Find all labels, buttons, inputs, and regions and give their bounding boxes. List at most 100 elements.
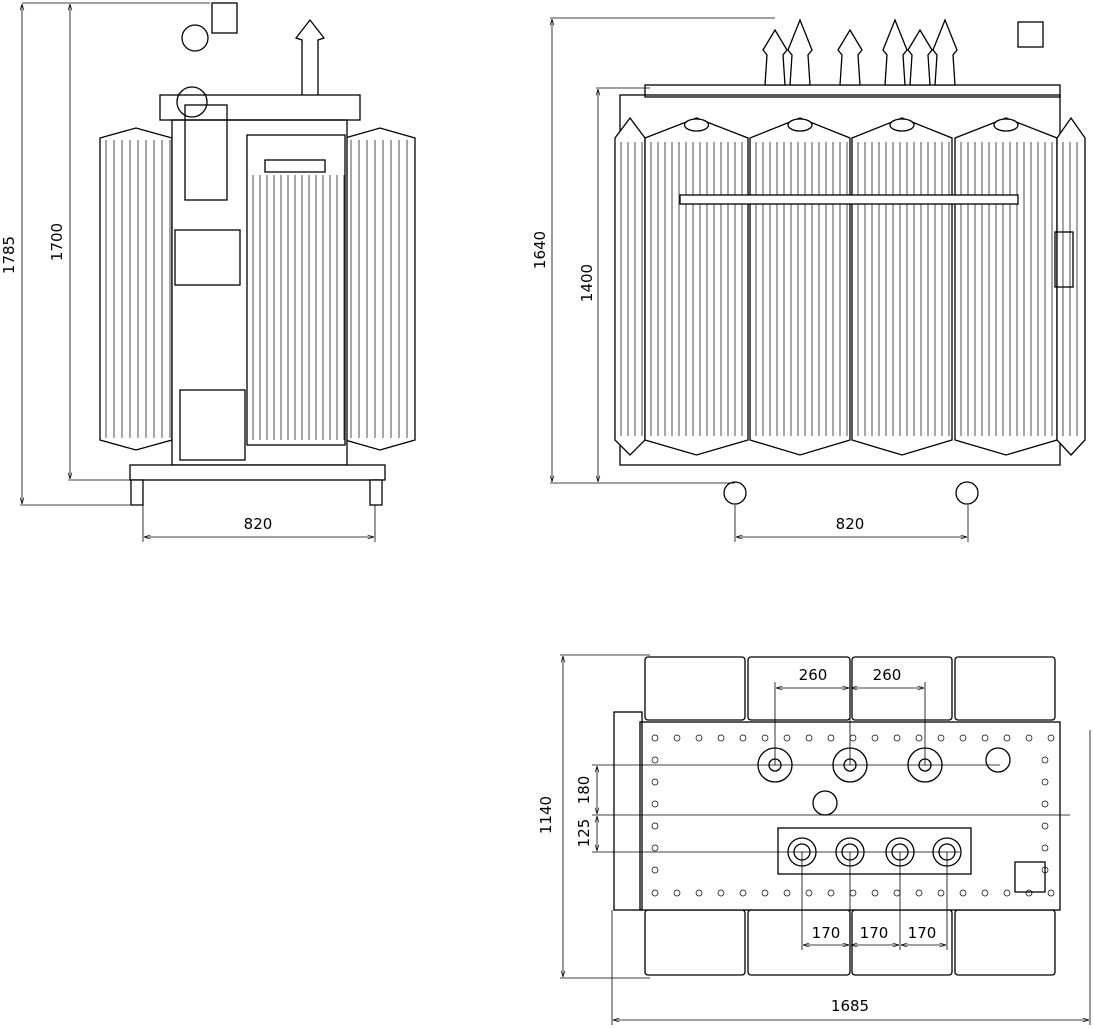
radiator-header-cap	[787, 118, 813, 132]
bolt	[915, 889, 923, 897]
dim-label-offset-125: 125	[575, 819, 593, 848]
radiator-bottom	[747, 909, 851, 976]
bolt	[739, 889, 747, 897]
dim-label-width: 1140	[537, 796, 555, 834]
top-lv-bushing-frame	[777, 827, 972, 875]
bolt	[1003, 889, 1011, 897]
bolt	[695, 734, 703, 742]
dim-label-lv-spacing-3: 170	[908, 924, 937, 942]
front-radiator-panel	[246, 134, 346, 446]
bolt	[1041, 800, 1049, 808]
bolt	[1025, 889, 1033, 897]
bolt	[695, 889, 703, 897]
dim-label-side-tank-height: 1400	[578, 264, 596, 302]
bolt	[805, 734, 813, 742]
dim-label-hv-spacing-1: 260	[799, 666, 828, 684]
bolt	[981, 734, 989, 742]
bushing	[932, 18, 958, 86]
dim-label-wheel-track-front: 820	[244, 515, 273, 533]
bolt	[871, 889, 879, 897]
bolt	[827, 889, 835, 897]
bolt	[739, 734, 747, 742]
radiator-bottom	[644, 909, 746, 976]
bolt	[651, 889, 659, 897]
bushing	[787, 18, 813, 86]
side-view-bushings	[762, 18, 958, 86]
bolt	[761, 889, 769, 897]
side-clamping-bar	[679, 194, 1019, 205]
radiator-top	[851, 656, 953, 721]
bolt	[937, 734, 945, 742]
top-end-radiator	[613, 711, 643, 911]
bolt	[1041, 844, 1049, 852]
dim-label-overall-height: 1785	[0, 236, 18, 274]
bolt	[937, 889, 945, 897]
bushing	[837, 28, 863, 86]
bolt	[651, 800, 659, 808]
front-bushing	[294, 18, 326, 95]
bushing	[762, 28, 788, 86]
top-relay-box	[1014, 861, 1046, 893]
front-base-frame	[129, 464, 386, 481]
radiator-outline	[644, 117, 749, 456]
bolt	[651, 822, 659, 830]
radiator-outline	[614, 116, 646, 456]
radiator-outline	[344, 127, 416, 451]
dim-label-tank-height: 1700	[48, 223, 66, 261]
bolt	[827, 734, 835, 742]
front-mounting-plate	[211, 2, 238, 34]
bolt	[1025, 734, 1033, 742]
side-relay-box	[1017, 21, 1044, 48]
radiator-bottom	[954, 909, 1056, 976]
dim-label-lv-spacing-2: 170	[860, 924, 889, 942]
front-support-rail	[179, 389, 246, 461]
bushing	[907, 28, 933, 86]
dim-label-side-overall-height: 1640	[531, 231, 549, 269]
bolt	[1003, 734, 1011, 742]
front-tank-cover	[159, 94, 361, 121]
side-wheel-left	[723, 481, 747, 505]
bolt	[805, 889, 813, 897]
radiator-outline	[851, 117, 953, 456]
bolt	[915, 734, 923, 742]
side-view-radiators	[614, 116, 1086, 456]
dim-label-offset-180: 180	[575, 776, 593, 805]
bolt	[783, 734, 791, 742]
bolt	[717, 734, 725, 742]
radiator-outline	[954, 117, 1058, 456]
bolt	[673, 734, 681, 742]
front-view: 1785 1700 820	[0, 2, 416, 542]
front-terminal-box	[174, 229, 241, 286]
dim-label-lv-spacing-1: 170	[812, 924, 841, 942]
bolt	[651, 778, 659, 786]
front-gauge-panel	[184, 104, 228, 201]
bolt	[651, 734, 659, 742]
radiator-top	[954, 656, 1056, 721]
bolt	[981, 889, 989, 897]
bolt	[1041, 756, 1049, 764]
radiator-outline	[749, 117, 851, 456]
bolt	[761, 734, 769, 742]
radiator-header	[264, 159, 326, 173]
bolt	[1041, 778, 1049, 786]
front-pressure-gauge	[181, 24, 209, 52]
bolt	[673, 889, 681, 897]
side-terminal-box	[1054, 231, 1074, 288]
dim-label-wheel-track-side: 820	[836, 515, 865, 533]
bolt	[959, 889, 967, 897]
side-wheel-right	[955, 481, 979, 505]
bolt	[651, 866, 659, 874]
radiator-outline	[99, 127, 173, 451]
front-wheel-left	[130, 479, 144, 506]
bolt	[893, 734, 901, 742]
side-view: 1640 1400 820	[531, 17, 1086, 542]
radiator-header-cap	[889, 118, 915, 132]
bolt	[1041, 822, 1049, 830]
breather	[985, 747, 1011, 773]
bolt	[1047, 734, 1055, 742]
front-oil-gauge	[176, 86, 208, 118]
front-wheel-right	[369, 479, 383, 506]
dim-label-length: 1685	[831, 997, 869, 1015]
filler-cap	[812, 790, 838, 816]
